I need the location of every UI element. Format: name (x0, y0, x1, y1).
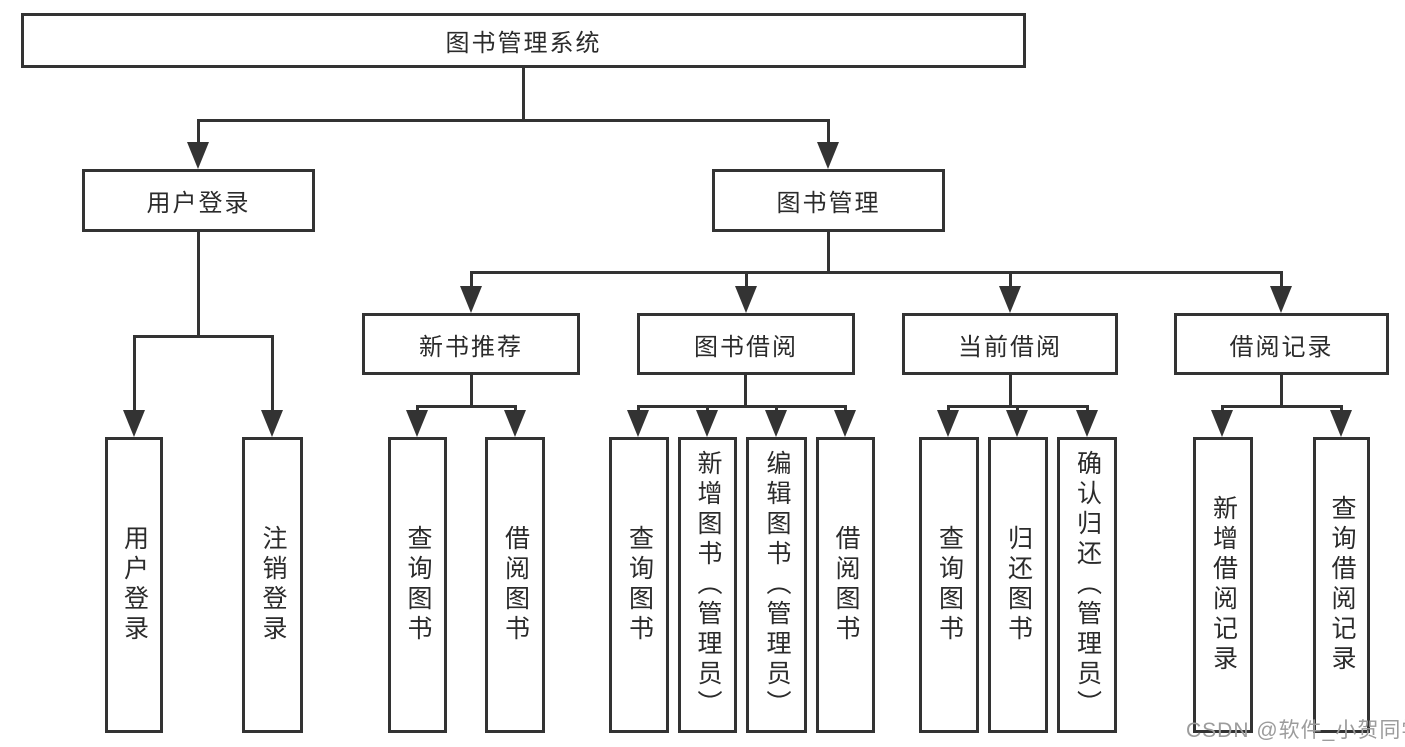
connector-drop-b2 (844, 405, 847, 413)
leaf-edit-books-admin: 编辑图书（管理员） (746, 437, 807, 733)
connector-book-mgmt-bar (470, 271, 1283, 274)
node-label: 当前借阅 (958, 333, 1062, 361)
connector-recommend-trunk (470, 375, 473, 408)
connector-records-bar (1221, 405, 1343, 408)
arrowhead-recommend (460, 286, 482, 313)
arrowhead-leaf-logout (261, 410, 283, 437)
arrowhead-current (999, 286, 1021, 313)
arrowhead-confirm (1076, 410, 1098, 437)
leaf-label: 确认归还（管理员） (1073, 450, 1102, 720)
connector-user-login-trunk (197, 232, 200, 338)
leaf-logout: 注销登录 (242, 437, 303, 733)
leaf-add-borrow-record: 新增借阅记录 (1193, 437, 1253, 733)
node-user-login: 用户登录 (82, 169, 315, 232)
node-label: 图书借阅 (694, 333, 798, 361)
connector-drop-current (1009, 271, 1012, 289)
leaf-query-borrow-record: 查询借阅记录 (1313, 437, 1370, 733)
arrowhead-records (1270, 286, 1292, 313)
node-book-management: 图书管理 (712, 169, 945, 232)
arrowhead-book-mgmt (817, 142, 839, 169)
arrowhead-add (696, 410, 718, 437)
connector-drop-queryrec (1340, 405, 1343, 413)
leaf-label: 查询图书 (625, 525, 654, 645)
arrowhead-borrowing (735, 286, 757, 313)
arrowhead-edit (765, 410, 787, 437)
connector-book-mgmt-trunk (827, 232, 830, 274)
node-current-borrowing: 当前借阅 (902, 313, 1118, 375)
leaf-label: 新增借阅记录 (1209, 495, 1238, 675)
leaf-label: 查询图书 (935, 525, 964, 645)
node-root-library-system: 图书管理系统 (21, 13, 1026, 68)
node-borrowing-records: 借阅记录 (1174, 313, 1389, 375)
arrowhead-leaf-login (123, 410, 145, 437)
connector-drop-edit (775, 405, 778, 413)
connector-drop-confirm (1086, 405, 1089, 413)
connector-drop-book-mgmt (827, 119, 830, 145)
leaf-borrow-books-borrowing: 借阅图书 (816, 437, 875, 733)
connector-drop-addrec (1221, 405, 1224, 413)
connector-borrowing-bar (637, 405, 847, 408)
connector-drop-borrowing (745, 271, 748, 289)
leaf-label: 借阅图书 (832, 525, 860, 645)
connector-root-bar (197, 119, 830, 122)
leaf-label: 借阅图书 (501, 525, 530, 645)
leaf-user-login: 用户登录 (105, 437, 163, 733)
connector-current-trunk (1009, 375, 1012, 408)
csdn-watermark: CSDN @软件_小贺同学 (1186, 719, 1405, 742)
leaf-label: 查询图书 (404, 525, 432, 645)
connector-drop-recommend (470, 271, 473, 289)
arrowhead-addrec (1211, 410, 1233, 437)
arrowhead-q2 (627, 410, 649, 437)
connector-drop-q1 (416, 405, 419, 413)
connector-drop-records (1280, 271, 1283, 289)
leaf-query-books-borrowing: 查询图书 (609, 437, 669, 733)
connector-root-trunk (522, 68, 525, 121)
connector-drop-b1 (514, 405, 517, 413)
leaf-label: 新增图书（管理员） (694, 450, 722, 720)
node-label: 新书推荐 (419, 333, 523, 361)
connector-drop-add (706, 405, 709, 413)
leaf-borrow-books-recommend: 借阅图书 (485, 437, 545, 733)
arrowhead-queryrec (1330, 410, 1352, 437)
leaf-return-books: 归还图书 (988, 437, 1048, 733)
leaf-label: 用户登录 (120, 525, 149, 645)
connector-drop-return (1016, 405, 1019, 413)
arrowhead-b1 (504, 410, 526, 437)
connector-recommend-bar (416, 405, 517, 408)
arrowhead-b2 (834, 410, 856, 437)
node-new-book-recommend: 新书推荐 (362, 313, 580, 375)
node-book-borrowing: 图书借阅 (637, 313, 855, 375)
connector-records-trunk (1280, 375, 1283, 408)
arrowhead-return (1006, 410, 1028, 437)
connector-drop-q3 (947, 405, 950, 413)
leaf-query-books-recommend: 查询图书 (388, 437, 447, 733)
connector-drop-leaf-logout (271, 335, 274, 413)
leaf-confirm-return-admin: 确认归还（管理员） (1057, 437, 1117, 733)
node-label: 图书管理系统 (445, 30, 602, 57)
leaf-add-books-admin: 新增图书（管理员） (678, 437, 737, 733)
leaf-label: 编辑图书（管理员） (763, 450, 791, 720)
leaf-label: 查询借阅记录 (1328, 495, 1356, 675)
arrowhead-user-login (187, 142, 209, 169)
connector-borrowing-trunk (744, 375, 747, 408)
connector-drop-user-login (197, 119, 200, 145)
node-label: 图书管理 (776, 190, 881, 217)
leaf-label: 注销登录 (259, 525, 287, 645)
leaf-query-books-current: 查询图书 (919, 437, 979, 733)
leaf-label: 归还图书 (1004, 525, 1033, 645)
connector-user-login-bar (133, 335, 274, 338)
connector-drop-q2 (637, 405, 640, 413)
connector-drop-leaf-login (133, 335, 136, 413)
arrowhead-q1 (406, 410, 428, 437)
node-label: 借阅记录 (1229, 333, 1334, 361)
arrowhead-q3 (937, 410, 959, 437)
node-label: 用户登录 (146, 190, 251, 217)
